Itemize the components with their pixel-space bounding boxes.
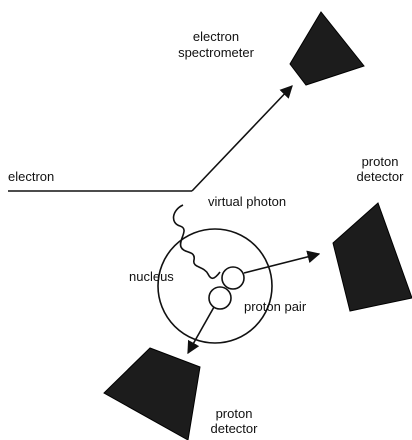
proton-detector-right-label-1: proton (362, 154, 399, 169)
proton-track-right (243, 250, 321, 274)
scattered-electron-track (191, 85, 293, 192)
proton-track-lower (187, 306, 215, 355)
nucleus-label: nucleus (129, 269, 174, 284)
proton-detector-bottom-label-1: proton (216, 406, 253, 421)
proton-detector-right-label-2: detector (357, 169, 405, 184)
proton-pair-label: proton pair (244, 299, 307, 314)
proton-circle-lower (208, 286, 232, 310)
proton-detector-bottom (103, 347, 201, 440)
virtual-photon-label: virtual photon (208, 194, 286, 209)
electron-spectrometer (289, 11, 365, 86)
electron-label: electron (8, 169, 54, 184)
electron-spectrometer-label-2: spectrometer (178, 45, 255, 60)
virtual-photon-line (172, 204, 221, 280)
proton-detector-bottom-label-2: detector (211, 421, 259, 436)
electron-spectrometer-label-1: electron (193, 29, 239, 44)
nucleus-circle (157, 228, 273, 344)
proton-circle-upper (221, 266, 245, 290)
proton-detector-right (332, 202, 412, 312)
